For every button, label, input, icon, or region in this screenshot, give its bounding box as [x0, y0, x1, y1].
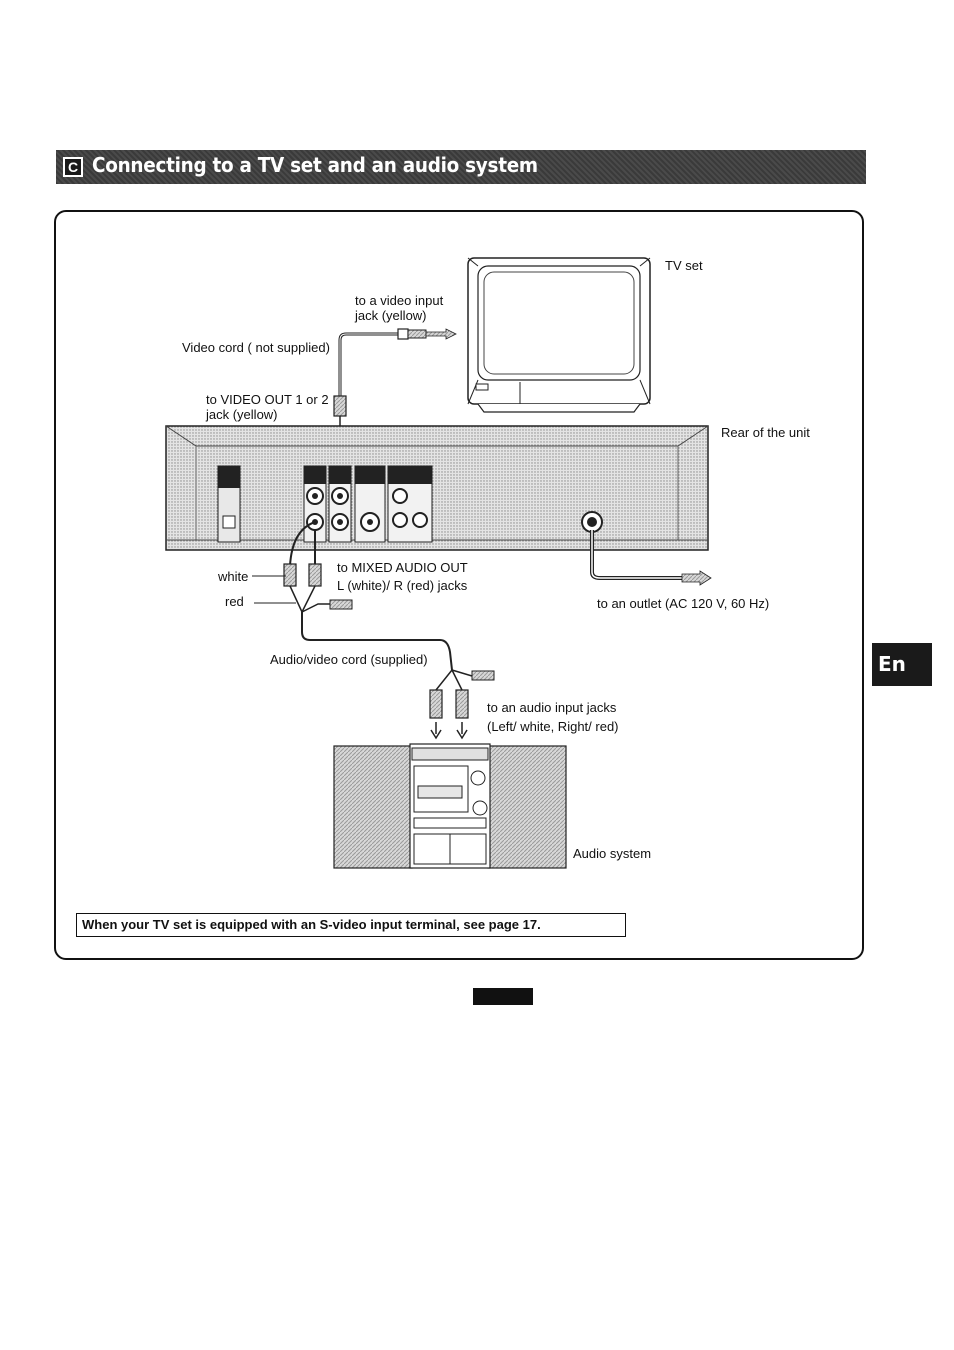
- s-video-note: When your TV set is equipped with an S-v…: [76, 913, 626, 937]
- section-header: C Connecting to a TV set and an audio sy…: [56, 150, 866, 184]
- white-label: white: [218, 569, 249, 584]
- av-cord-label: Audio/video cord (supplied): [270, 652, 428, 667]
- video-cord: [333, 328, 457, 480]
- audio-input-label: to an audio input jacks: [487, 700, 617, 715]
- tv-set-label: TV set: [665, 258, 703, 273]
- audio-system-label: Audio system: [573, 846, 652, 861]
- red-label: red: [225, 594, 244, 609]
- power-cord: [590, 530, 712, 586]
- audio-input-label-2: (Left/ white, Right/ red): [487, 719, 619, 734]
- video-input-label: to a video input: [355, 293, 444, 308]
- audio-system-illustration: [333, 743, 567, 869]
- outlet-label: to an outlet (AC 120 V, 60 Hz): [597, 596, 770, 611]
- section-badge: C: [63, 157, 83, 177]
- section-title: Connecting to a TV set and an audio syst…: [92, 153, 538, 177]
- mixed-audio-label: to MIXED AUDIO OUT: [337, 560, 468, 575]
- rear-of-unit-label: Rear of the unit: [721, 425, 810, 440]
- video-cord-label: Video cord ( not supplied): [182, 340, 330, 355]
- video-out-label: to VIDEO OUT 1 or 2: [206, 392, 329, 407]
- diagram-frame: [54, 210, 864, 960]
- page-number-block: [473, 988, 533, 1005]
- video-input-label-2: jack (yellow): [355, 308, 427, 323]
- mixed-audio-label-2: L (white)/ R (red) jacks: [337, 578, 468, 593]
- audio-video-cord: [283, 521, 495, 740]
- video-out-label-2: jack (yellow): [206, 407, 278, 422]
- language-tab: En: [872, 643, 932, 686]
- tv-set-illustration: [467, 257, 651, 413]
- unit-rear-illustration: [165, 425, 709, 551]
